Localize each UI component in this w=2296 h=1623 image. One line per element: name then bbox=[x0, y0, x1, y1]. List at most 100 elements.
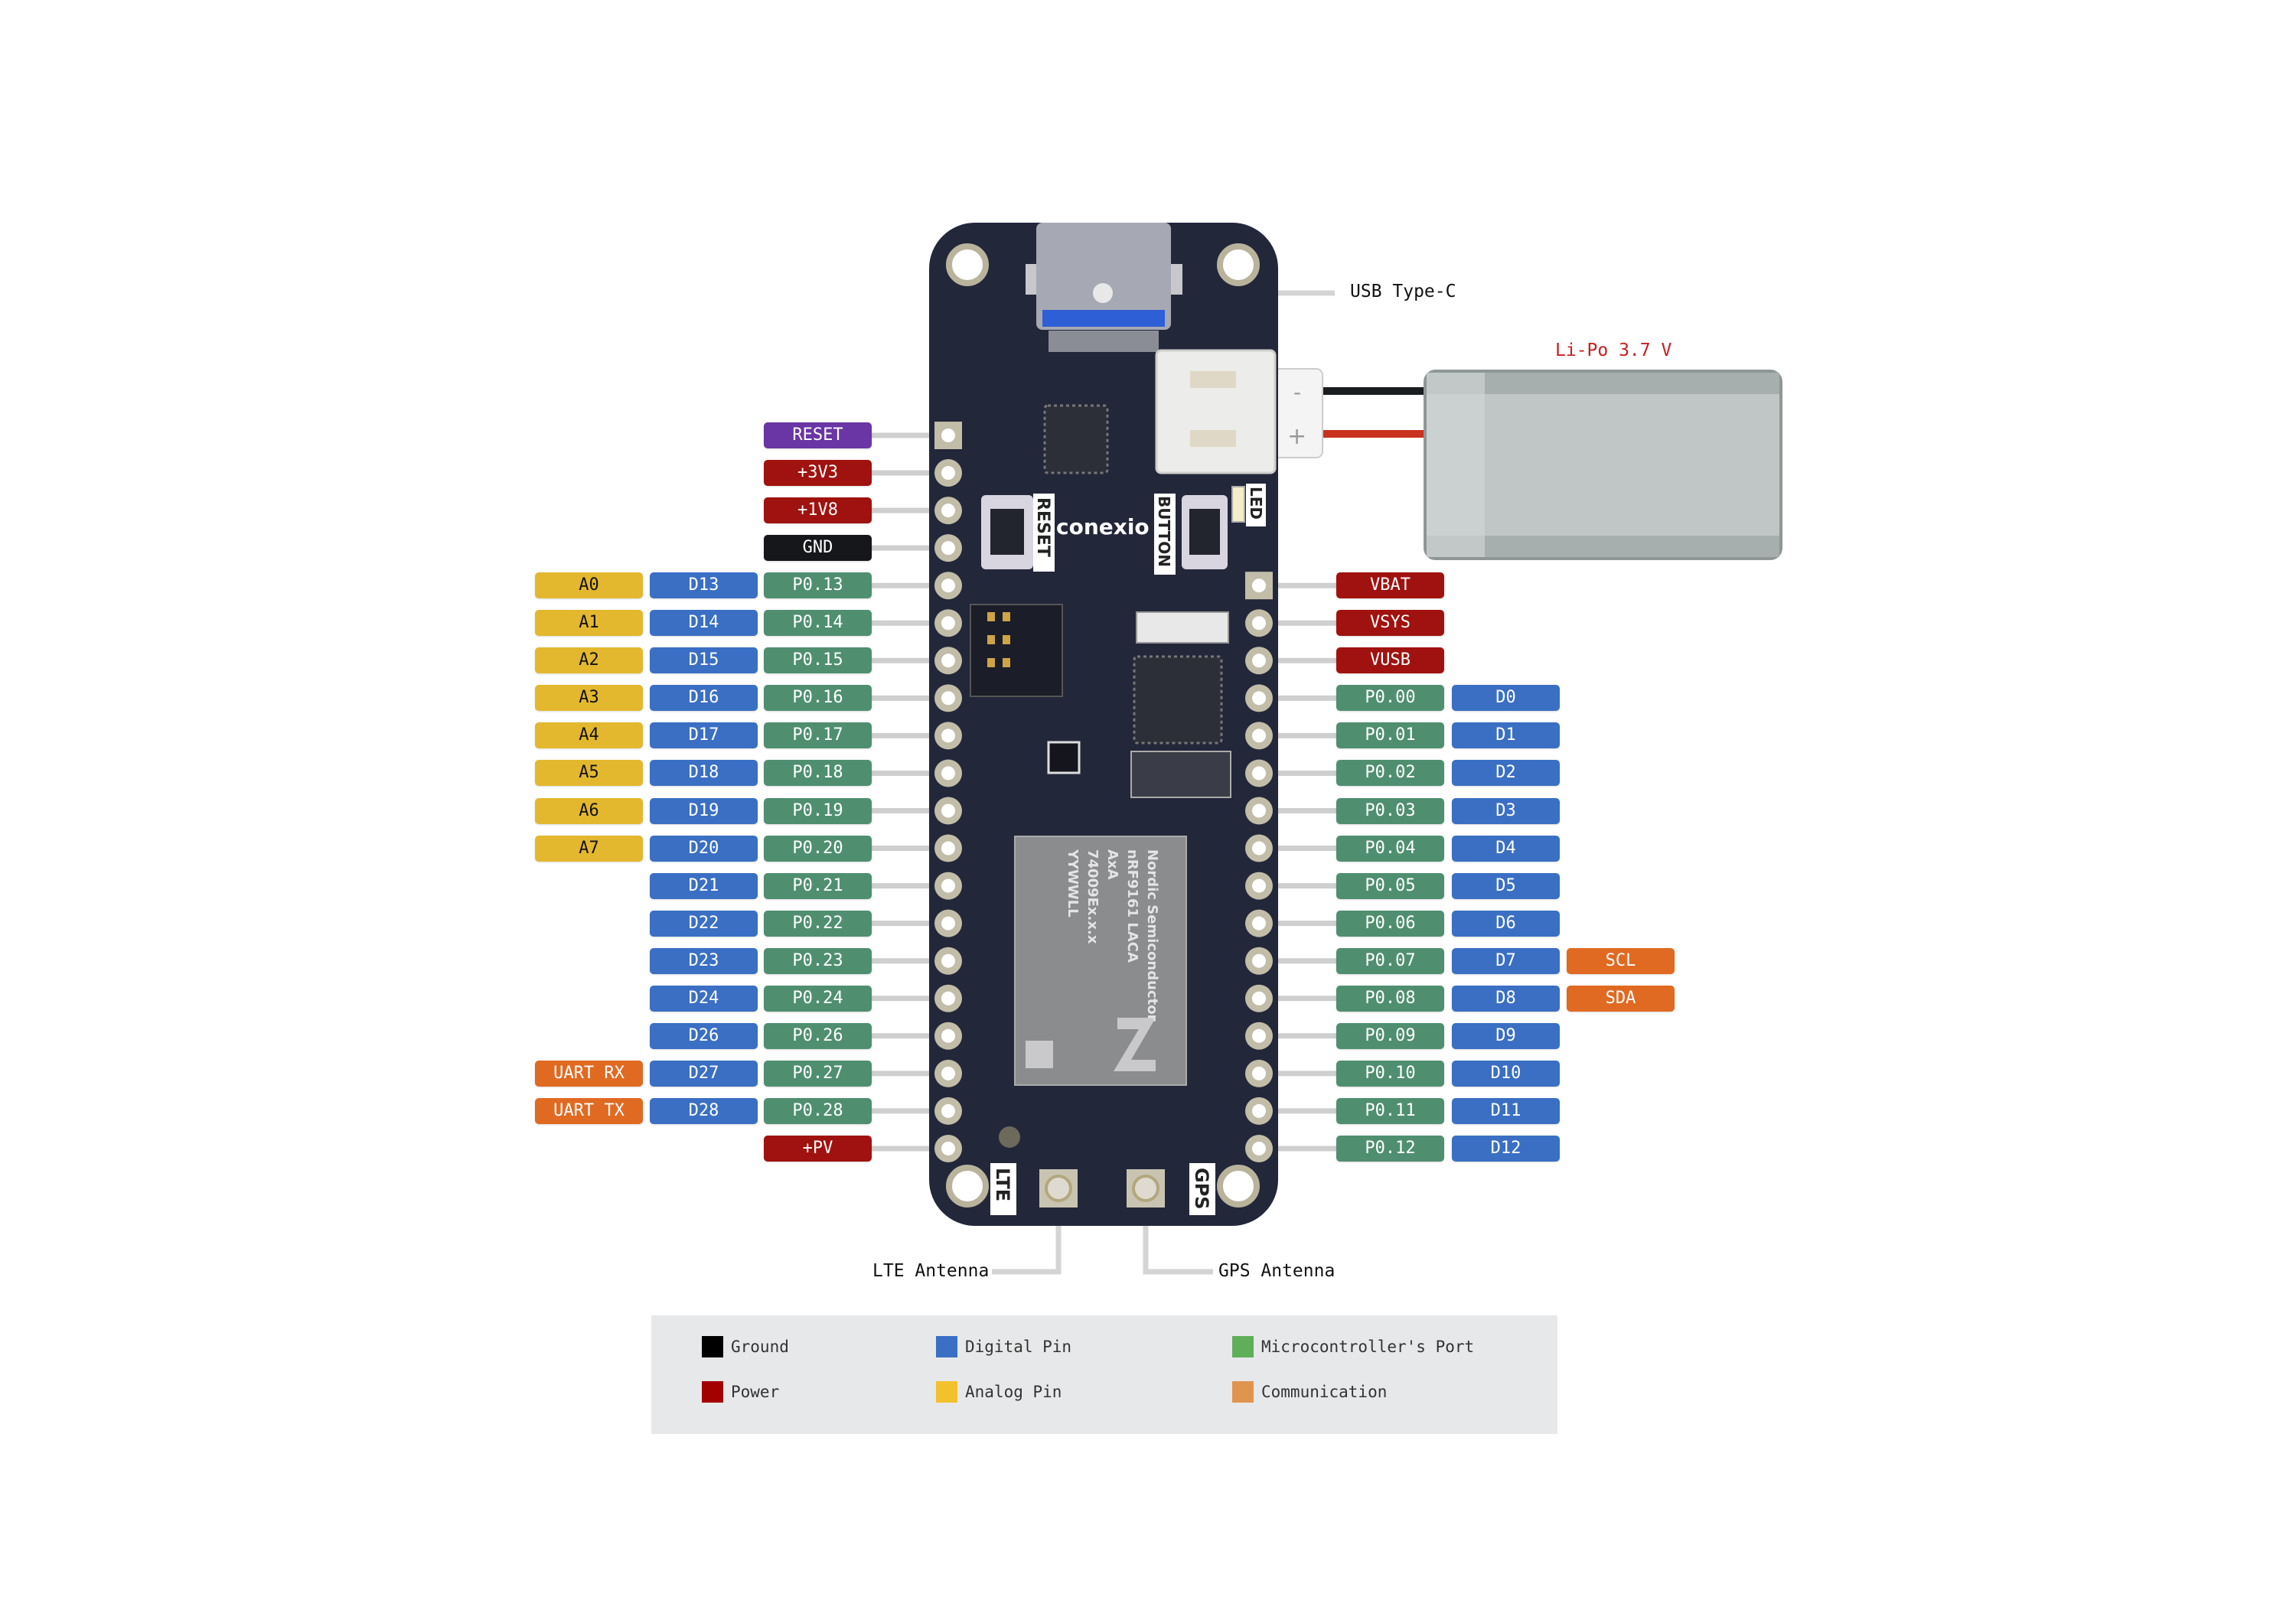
pin-label-port: P0.19 bbox=[764, 797, 872, 824]
pin-label-analog: A4 bbox=[535, 722, 643, 749]
legend-item: Microcontroller's Port bbox=[1232, 1336, 1474, 1357]
pin-hole bbox=[941, 653, 955, 668]
pin-label-digital: D19 bbox=[650, 797, 758, 824]
pin-hole bbox=[1252, 953, 1266, 968]
pin-label-port: P0.05 bbox=[1336, 872, 1444, 899]
pin-hole bbox=[941, 766, 955, 781]
pin-hole bbox=[941, 616, 955, 631]
legend-label: Ground bbox=[731, 1338, 789, 1356]
pin-label-digital: D11 bbox=[1452, 1097, 1560, 1124]
pin-label-digital: D8 bbox=[1452, 985, 1560, 1012]
legend-swatch bbox=[1232, 1336, 1254, 1357]
pin-label-digital: D22 bbox=[650, 910, 758, 937]
pin-label-port: P0.02 bbox=[1336, 760, 1444, 787]
pin-label-digital: D14 bbox=[650, 610, 758, 637]
pin-hole bbox=[941, 541, 955, 556]
pin-label-port: P0.06 bbox=[1336, 910, 1444, 937]
legend-label: Analog Pin bbox=[965, 1383, 1062, 1401]
legend-swatch bbox=[1232, 1381, 1254, 1403]
reset-button[interactable] bbox=[981, 495, 1033, 569]
pin-hole bbox=[941, 1066, 955, 1080]
pin-label-digital: D10 bbox=[1452, 1060, 1560, 1087]
pin-hole bbox=[941, 1103, 955, 1118]
pin-label-port: P0.15 bbox=[764, 647, 872, 674]
user-button[interactable] bbox=[1182, 495, 1228, 569]
silkscreen-led: LED bbox=[1247, 487, 1265, 520]
pin-label-digital: D3 bbox=[1452, 797, 1560, 824]
module-marking-line: nRF9161 LACA bbox=[1124, 849, 1140, 963]
pin-label-power: VUSB bbox=[1336, 647, 1444, 674]
pin-hole bbox=[941, 803, 955, 818]
legend-swatch bbox=[936, 1381, 957, 1403]
conexio-stratus-board: RESET conexio BUTTON LED LTE GPS Nordic … bbox=[929, 223, 1278, 1226]
pin-label-analog: A1 bbox=[535, 610, 643, 637]
silkscreen-gps: GPS bbox=[1191, 1168, 1212, 1210]
silkscreen-brand: conexio bbox=[1056, 514, 1150, 539]
pin-hole bbox=[941, 429, 955, 442]
pin-label-port: P0.04 bbox=[1336, 835, 1444, 862]
silkscreen-lte: LTE bbox=[992, 1168, 1013, 1201]
pin-label-reset: RESET bbox=[764, 422, 872, 448]
pin-label-digital: D0 bbox=[1452, 685, 1560, 712]
pin-hole bbox=[1252, 616, 1266, 631]
legend-item: Communication bbox=[1232, 1381, 1387, 1403]
pin-label-digital: D6 bbox=[1452, 910, 1560, 937]
pin-label-digital: D24 bbox=[650, 985, 758, 1012]
pin-label-digital: D18 bbox=[650, 760, 758, 787]
pin-hole bbox=[1252, 991, 1266, 1005]
pin-label-port: P0.01 bbox=[1336, 722, 1444, 749]
pin-hole bbox=[1252, 1066, 1266, 1080]
pin-hole bbox=[941, 728, 955, 743]
usb-type-c-callout: USB Type-C bbox=[1350, 282, 1456, 301]
pin-label-port: P0.22 bbox=[764, 910, 872, 937]
pin-label-port: P0.21 bbox=[764, 872, 872, 899]
pin-label-digital: D13 bbox=[650, 572, 758, 599]
pin-label-digital: D23 bbox=[650, 947, 758, 974]
pin-label-digital: D7 bbox=[1452, 947, 1560, 974]
legend-item: Analog Pin bbox=[936, 1381, 1062, 1403]
pin-label-digital: D26 bbox=[650, 1022, 758, 1049]
legend-swatch bbox=[702, 1381, 723, 1403]
pin-hole bbox=[941, 841, 955, 855]
pin-label-port: P0.09 bbox=[1336, 1022, 1444, 1049]
legend-label: Communication bbox=[1261, 1383, 1388, 1401]
pin-label-power: VBAT bbox=[1336, 572, 1444, 599]
pin-hole bbox=[1252, 878, 1266, 893]
pin-hole bbox=[1252, 1103, 1266, 1118]
battery-minus-mark: - bbox=[1293, 380, 1301, 405]
pin-hole bbox=[1252, 803, 1266, 818]
pin-hole bbox=[1252, 728, 1266, 743]
pin-label-digital: D1 bbox=[1452, 722, 1560, 749]
module-marking-line: 74009Ex.x.x bbox=[1084, 849, 1101, 944]
battery-jst-connector bbox=[1155, 349, 1277, 474]
lipo-battery: - + bbox=[1273, 368, 1782, 560]
legend-label: Digital Pin bbox=[965, 1338, 1072, 1356]
gps-antenna-callout: GPS Antenna bbox=[1218, 1261, 1336, 1281]
pin-label-digital: D2 bbox=[1452, 760, 1560, 787]
pin-label-port: P0.08 bbox=[1336, 985, 1444, 1012]
pin-label-port: P0.12 bbox=[1336, 1135, 1444, 1162]
mcu-chip bbox=[1133, 655, 1223, 745]
silkscreen-reset: RESET bbox=[1033, 497, 1052, 557]
legend-swatch bbox=[936, 1336, 957, 1357]
mounting-holes bbox=[946, 243, 1260, 1207]
pin-hole bbox=[941, 953, 955, 968]
pin-label-comm: UART RX bbox=[535, 1060, 643, 1087]
pin-hole bbox=[1252, 1141, 1266, 1155]
pin-hole bbox=[1252, 653, 1266, 668]
pin-label-digital: D4 bbox=[1452, 835, 1560, 862]
led-icon bbox=[1231, 486, 1245, 523]
pin-hole bbox=[941, 991, 955, 1005]
lte-antenna-callout: LTE Antenna bbox=[872, 1261, 990, 1281]
pin-label-port: P0.27 bbox=[764, 1060, 872, 1087]
pin-label-power: VSYS bbox=[1336, 610, 1444, 637]
usb-c-connector bbox=[1026, 223, 1182, 352]
pin-hole bbox=[1252, 916, 1266, 930]
pin-label-analog: A0 bbox=[535, 572, 643, 599]
legend-label: Microcontroller's Port bbox=[1261, 1338, 1475, 1356]
pin-label-port: P0.03 bbox=[1336, 797, 1444, 824]
gps-antenna-connector bbox=[1127, 1169, 1165, 1207]
